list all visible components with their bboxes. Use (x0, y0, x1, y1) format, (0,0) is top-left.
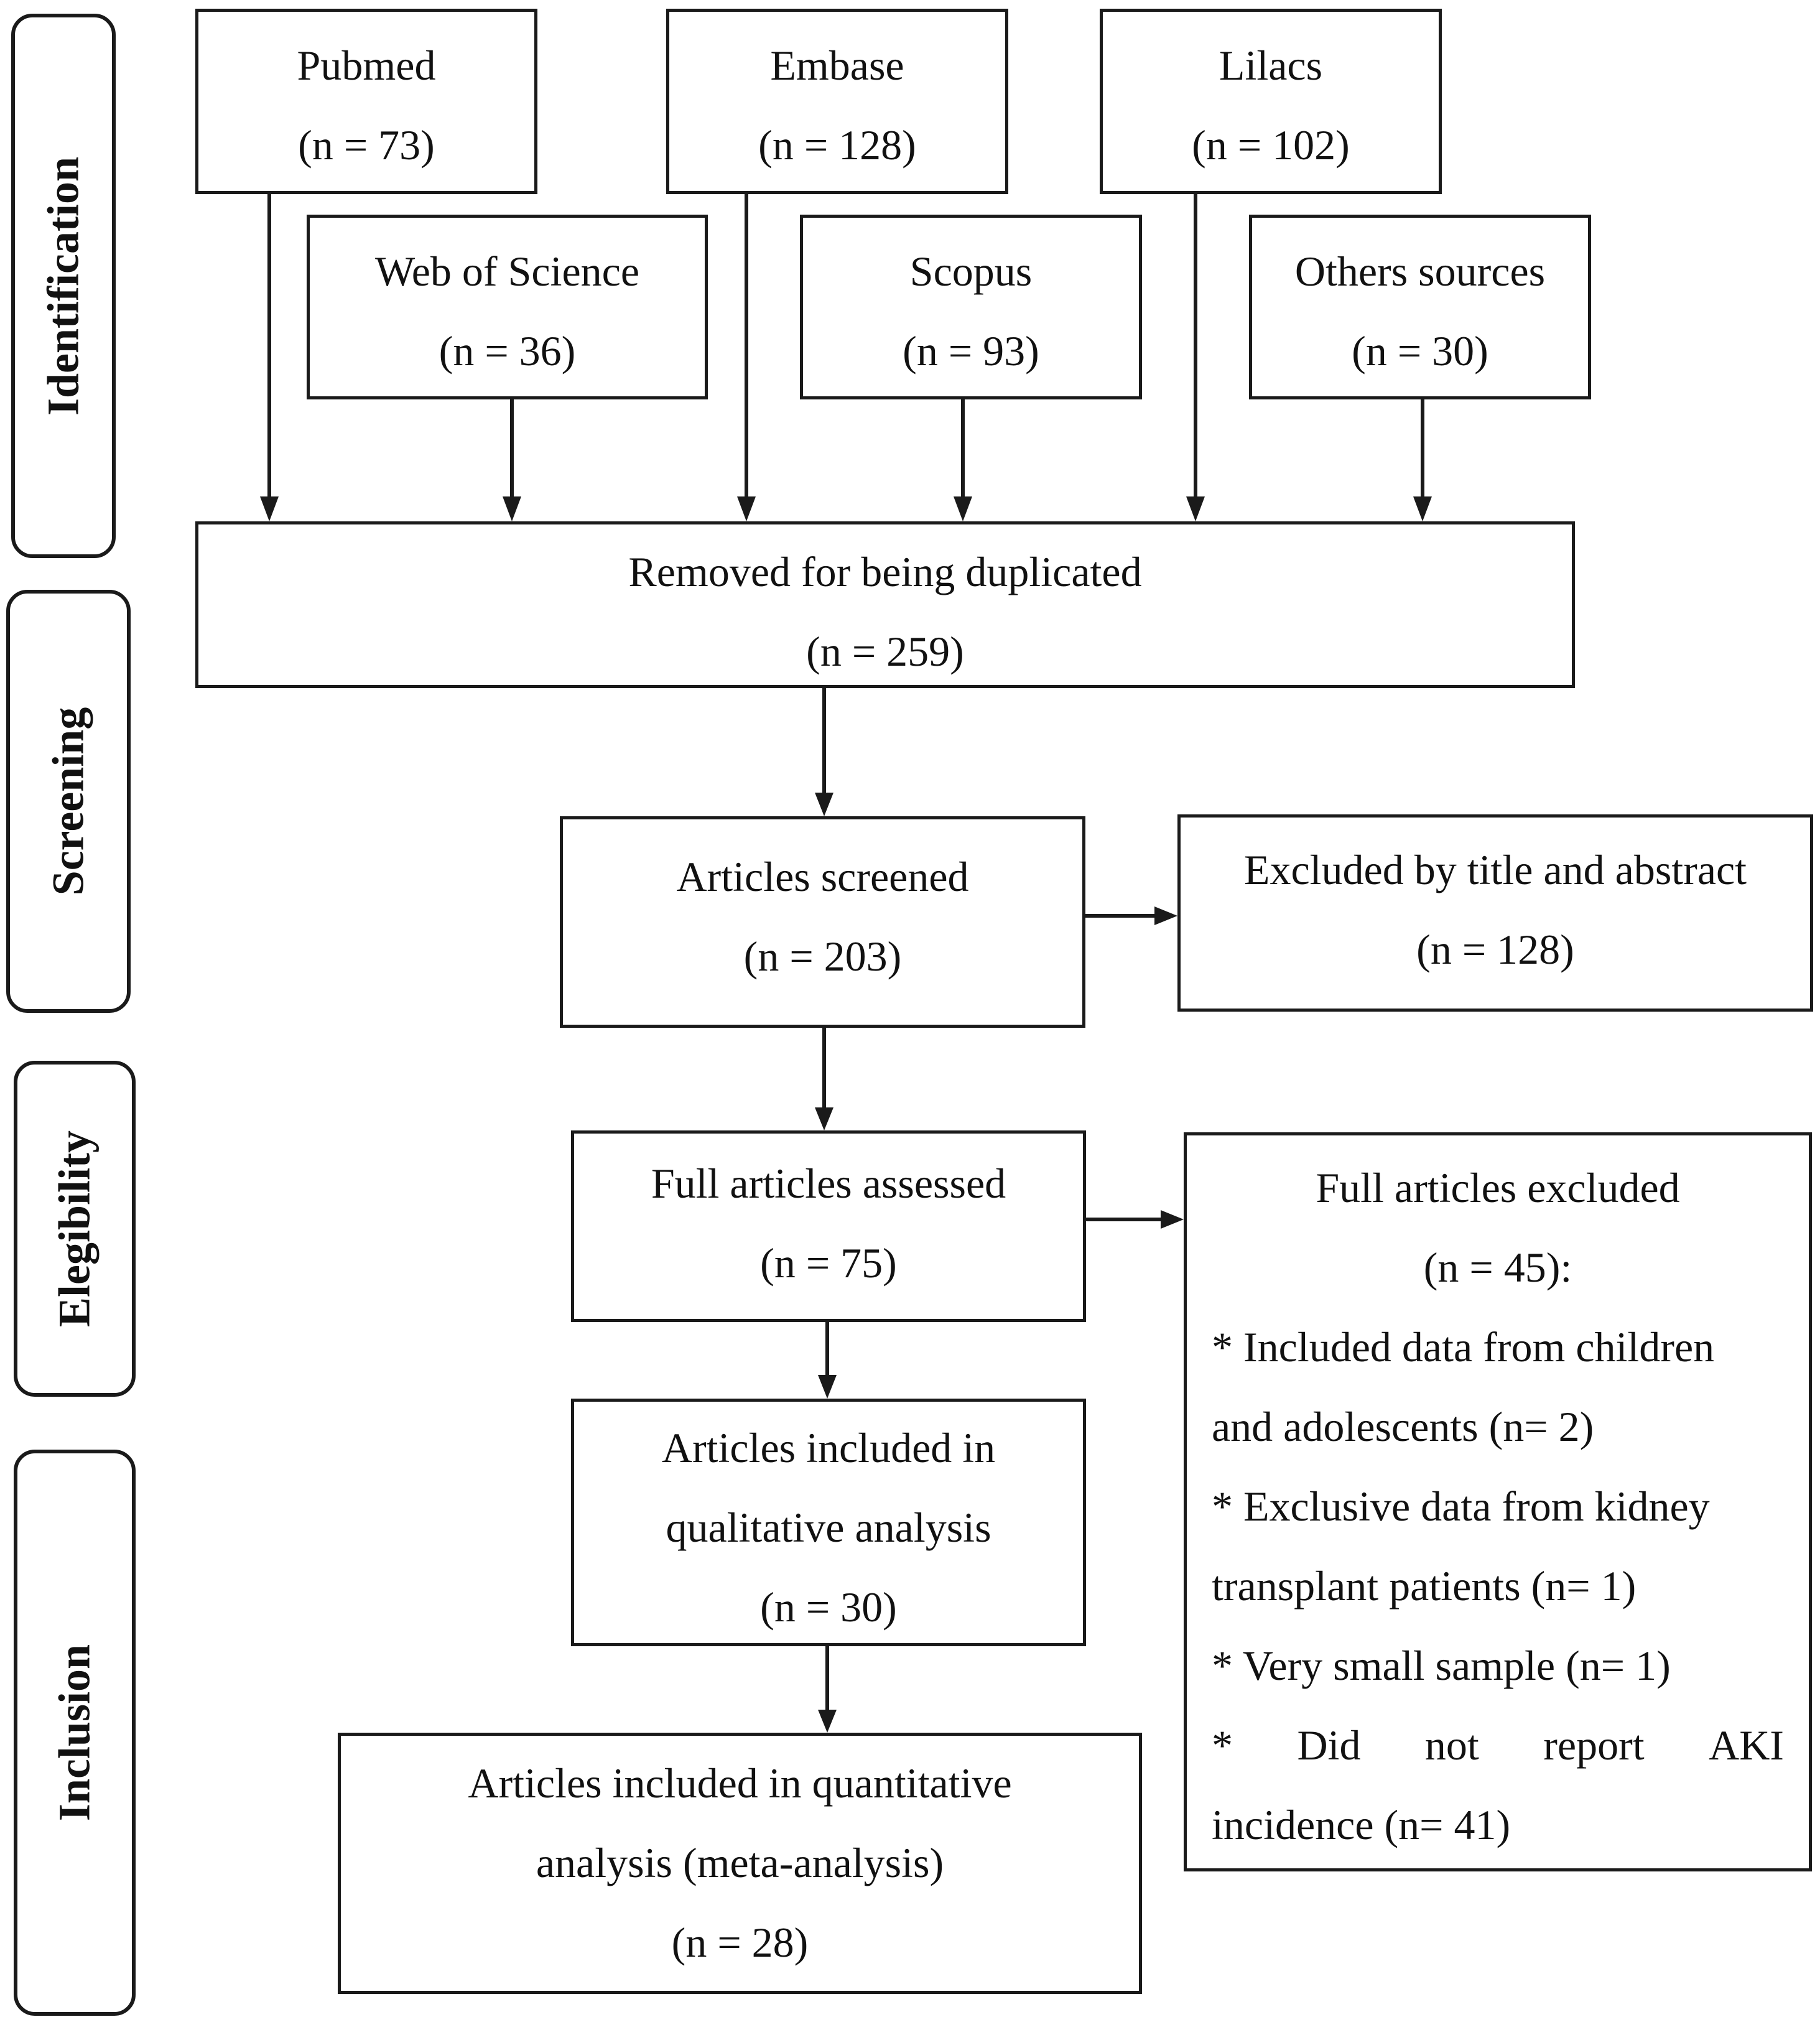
justified-word: not (1424, 1721, 1479, 1769)
arrowhead (954, 496, 972, 521)
excluded-title-count: (n = 128) (1416, 926, 1574, 973)
quantitative-count: (n = 28) (671, 1919, 809, 1966)
source-wos-name: Web of Science (375, 248, 639, 295)
stage-screening: Screening (6, 590, 131, 1013)
arrowhead (815, 1107, 833, 1130)
duplicates-count: (n = 259) (806, 628, 964, 675)
source-lilacs-count: (n = 102) (1192, 121, 1350, 169)
arrowhead (1186, 496, 1205, 521)
source-lilacs-box: Lilacs (n = 102) (1100, 9, 1442, 194)
source-pubmed-count: (n = 73) (298, 121, 435, 169)
excluded-full-label: Full articles excluded (1316, 1164, 1680, 1211)
excluded-full-count: (n = 45): (1423, 1244, 1572, 1291)
source-scopus-name: Scopus (909, 248, 1033, 295)
screened-count: (n = 203) (743, 933, 902, 980)
justified-word: Did (1297, 1721, 1361, 1769)
assessed-label: Full articles assessed (651, 1160, 1006, 1207)
source-others-name: Others sources (1294, 248, 1546, 295)
duplicates-box: Removed for being duplicated (n = 259) (195, 521, 1575, 688)
excluded-full-box: Full articles excluded (n = 45): * Inclu… (1184, 1132, 1812, 1871)
quantitative-line2: analysis (meta-analysis) (536, 1839, 944, 1886)
source-embase-count: (n = 128) (758, 121, 916, 169)
excluded-reason-line: * Exclusive data from kidney (1212, 1483, 1710, 1530)
arrowhead (260, 496, 279, 521)
assessed-count: (n = 75) (760, 1239, 897, 1287)
stage-inclusion: Inclusion (14, 1450, 136, 2016)
arrowhead (503, 496, 521, 521)
qualitative-box: Articles included in qualitative analysi… (571, 1399, 1086, 1646)
arrowhead (818, 1375, 837, 1399)
source-wos-count: (n = 36) (439, 327, 576, 375)
source-pubmed-box: Pubmed (n = 73) (195, 9, 537, 194)
quantitative-box: Articles included in quantitative analys… (338, 1733, 1142, 1994)
arrowhead (815, 793, 833, 816)
source-others-box: Others sources (n = 30) (1249, 215, 1591, 399)
justified-word: report (1543, 1721, 1645, 1769)
quantitative-line1: Articles included in quantitative (468, 1759, 1012, 1807)
screened-box: Articles screened (n = 203) (560, 816, 1085, 1028)
justified-word: AKI (1709, 1721, 1784, 1769)
excluded-title-label: Excluded by title and abstract (1243, 846, 1747, 893)
excluded-title-box: Excluded by title and abstract (n = 128) (1177, 814, 1813, 1012)
source-scopus-count: (n = 93) (903, 327, 1039, 375)
stage-identification: Identification (11, 14, 116, 558)
arrowhead (1161, 1210, 1184, 1229)
qualitative-count: (n = 30) (760, 1583, 897, 1631)
source-pubmed-name: Pubmed (297, 42, 436, 89)
source-wos-box: Web of Science (n = 36) (307, 215, 708, 399)
excluded-reason-line: * Very small sample (n= 1) (1212, 1642, 1671, 1689)
arrowhead (1413, 496, 1432, 521)
assessed-box: Full articles assessed (n = 75) (571, 1130, 1086, 1322)
excluded-reason-line: * Included data from children (1212, 1323, 1715, 1371)
excluded-reason-line: and adolescents (n= 2) (1212, 1403, 1594, 1450)
arrowhead (737, 496, 756, 521)
source-others-count: (n = 30) (1352, 327, 1488, 375)
stage-elegibility: Elegibility (14, 1061, 136, 1397)
source-scopus-box: Scopus (n = 93) (800, 215, 1142, 399)
excluded-reason-line: transplant patients (n= 1) (1212, 1562, 1637, 1610)
justified-word: * (1212, 1721, 1233, 1769)
source-lilacs-name: Lilacs (1219, 42, 1323, 89)
source-embase-box: Embase (n = 128) (666, 9, 1008, 194)
source-embase-name: Embase (770, 42, 904, 89)
excluded-reason-line: incidence (n= 41) (1212, 1801, 1511, 1848)
qualitative-line1: Articles included in (661, 1424, 996, 1471)
arrowhead (1154, 906, 1177, 925)
arrowhead (818, 1710, 837, 1733)
qualitative-line2: qualitative analysis (666, 1504, 991, 1551)
screened-label: Articles screened (676, 853, 969, 900)
duplicates-label: Removed for being duplicated (628, 548, 1142, 595)
excluded-reason-justified-line: * Did not report AKI (1212, 1705, 1784, 1785)
